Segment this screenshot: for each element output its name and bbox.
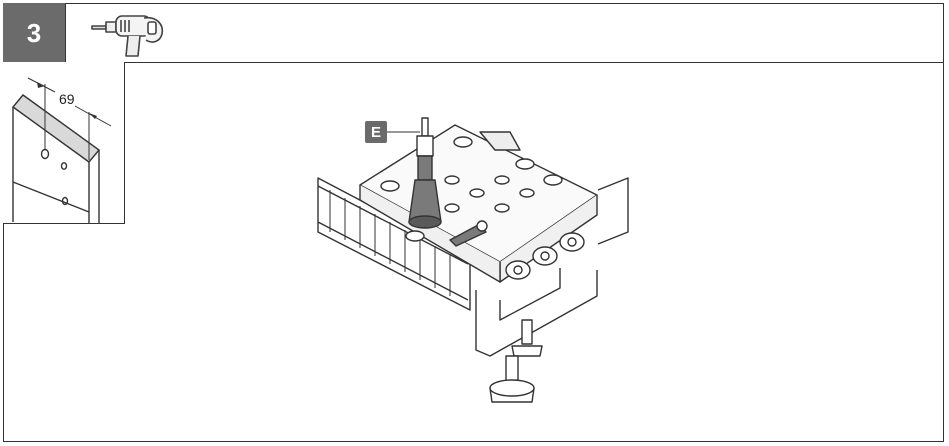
- part-callout-e: E: [365, 121, 387, 143]
- header-divider: [3, 62, 944, 63]
- drilling-jig-illustration: [317, 117, 629, 403]
- power-drill-icon: [91, 15, 164, 57]
- corner-detail-drawing: [11, 77, 112, 223]
- badge-divider: [65, 3, 66, 63]
- dimension-label: 69: [59, 91, 75, 107]
- detail-inset: 69: [3, 62, 125, 224]
- step-number-badge: 3: [3, 3, 65, 63]
